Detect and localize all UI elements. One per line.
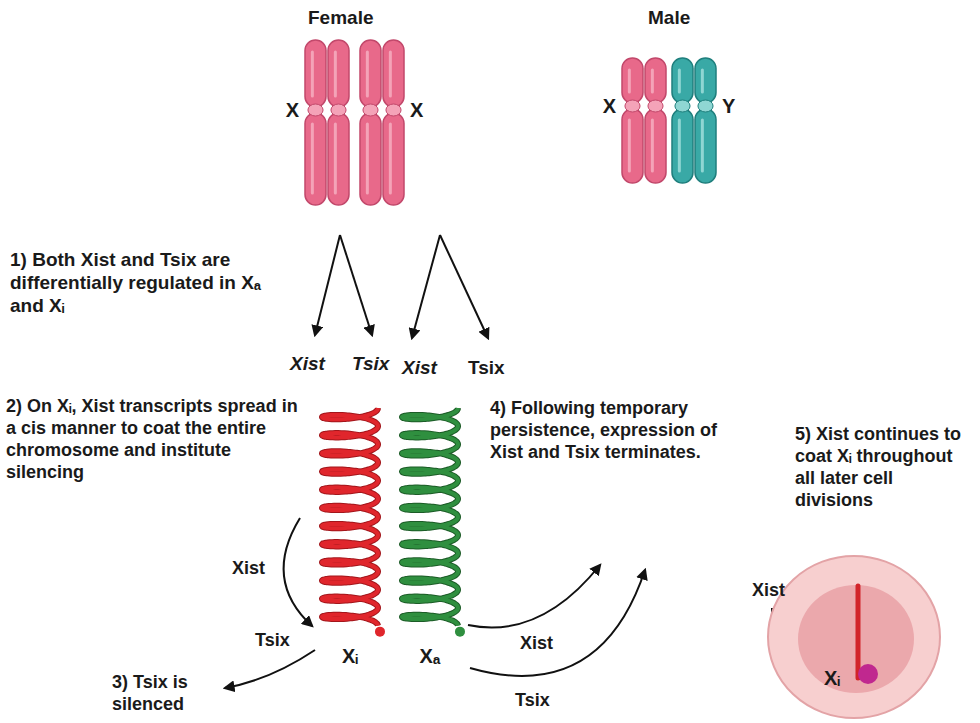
chromatid-highlight xyxy=(701,120,704,171)
split-arrow xyxy=(315,235,340,335)
chromosome-label: Xᵢ xyxy=(824,666,840,690)
chromosome-label: X xyxy=(603,94,616,118)
centromere xyxy=(625,100,640,112)
centromere xyxy=(308,104,323,116)
node-shape xyxy=(360,40,404,205)
group-heading: Male xyxy=(648,6,690,29)
chromatid-highlight xyxy=(628,70,631,92)
node-shape xyxy=(305,40,349,205)
curved-arrow xyxy=(284,518,312,626)
chromatid-arm xyxy=(328,113,349,205)
chromatid-arm xyxy=(328,40,349,107)
chromosome-label: Xᵢ xyxy=(342,644,358,668)
coil-shadow xyxy=(322,408,378,626)
chromosome-label: X xyxy=(410,98,423,122)
chromatin-coil-node: Xₐ xyxy=(398,400,462,640)
nucleus xyxy=(798,585,914,693)
curved-arrow xyxy=(225,650,315,688)
chromosome-label: X xyxy=(286,98,299,122)
coil-end xyxy=(375,627,385,637)
split-arrow xyxy=(340,235,372,335)
chromatid-highlight xyxy=(311,124,314,193)
cell-body xyxy=(768,556,940,718)
chromatid-arm xyxy=(645,58,666,103)
node-shape xyxy=(672,58,716,183)
centromere xyxy=(648,100,663,112)
chromosome-label: Xₐ xyxy=(420,644,441,668)
step-note: 4) Following temporary persistence, expr… xyxy=(490,398,740,464)
split-arrow xyxy=(440,235,488,338)
chromatid-arm xyxy=(622,109,643,183)
chromatid-arm xyxy=(695,58,716,103)
chromatid-highlight xyxy=(334,52,337,96)
centromere xyxy=(675,100,690,112)
chromatid-arm xyxy=(695,109,716,183)
centromere xyxy=(363,104,378,116)
inactive-x-chromosome xyxy=(856,586,861,678)
chromatid-highlight xyxy=(651,120,654,171)
curved-arrow xyxy=(468,565,600,628)
chromatid-arm xyxy=(360,40,381,107)
chromatid-highlight xyxy=(628,120,631,171)
centromere xyxy=(698,100,713,112)
chromosome: X xyxy=(360,40,404,205)
chromatid-highlight xyxy=(389,124,392,193)
chromosome: X xyxy=(622,58,666,183)
centromere xyxy=(331,104,346,116)
chromatid-arm xyxy=(305,40,326,107)
chromatid-arm xyxy=(672,109,693,183)
group-heading: Female xyxy=(308,6,373,29)
chromatid-highlight xyxy=(389,52,392,96)
transcript-label: Xist xyxy=(232,558,265,580)
step-note: 1) Both Xist and Tsix are differentially… xyxy=(10,248,295,318)
node-shape xyxy=(622,58,666,183)
transcript-label: Tsix xyxy=(515,690,550,712)
cell-node: Xᵢ xyxy=(768,556,940,718)
chromosome: Y xyxy=(672,58,716,183)
transcript-label: Xist xyxy=(290,352,325,375)
centromere xyxy=(386,104,401,116)
chromatid-arm xyxy=(622,58,643,103)
step-note: 5) Xist continues to coat Xᵢ throughout … xyxy=(795,424,973,512)
step-note: 3) Tsix is silenced xyxy=(112,672,217,716)
transcript-label: Xist xyxy=(402,356,437,379)
chromosome-label: Y xyxy=(722,94,735,118)
chromatid-highlight xyxy=(366,124,369,193)
chromatid-highlight xyxy=(678,120,681,171)
node-shape xyxy=(768,556,940,718)
coil-shadow xyxy=(402,408,458,626)
chromatin-coil xyxy=(322,408,378,626)
chromatid-arm xyxy=(360,113,381,205)
transcript-label: Tsix xyxy=(468,356,505,379)
chromatid-highlight xyxy=(311,52,314,96)
coil-end xyxy=(455,627,465,637)
chromatid-arm xyxy=(305,113,326,205)
curved-arrow xyxy=(470,570,645,676)
chromatid-highlight xyxy=(678,70,681,92)
chromatid-arm xyxy=(645,109,666,183)
chromatid-highlight xyxy=(651,70,654,92)
transcript-label: Xist xyxy=(520,633,553,655)
node-shape xyxy=(398,400,462,640)
chromatid-arm xyxy=(672,58,693,103)
chromatin-coil-node: Xᵢ xyxy=(318,400,382,640)
chromosome: X xyxy=(305,40,349,205)
chromatid-highlight xyxy=(366,52,369,96)
chromatid-highlight xyxy=(701,70,704,92)
chromatin-coil xyxy=(402,408,458,626)
transcript-label: Tsix xyxy=(352,352,389,375)
transcript-label: Xist xyxy=(752,580,785,602)
step-note: 2) On Xᵢ, Xist transcripts spread in a c… xyxy=(6,396,311,484)
chromatid-arm xyxy=(383,40,404,107)
chromatid-highlight xyxy=(334,124,337,193)
chromatid-arm xyxy=(383,113,404,205)
barr-body xyxy=(858,664,878,684)
split-arrow xyxy=(412,235,440,338)
node-shape xyxy=(318,400,382,640)
transcript-label: Tsix xyxy=(255,630,290,652)
